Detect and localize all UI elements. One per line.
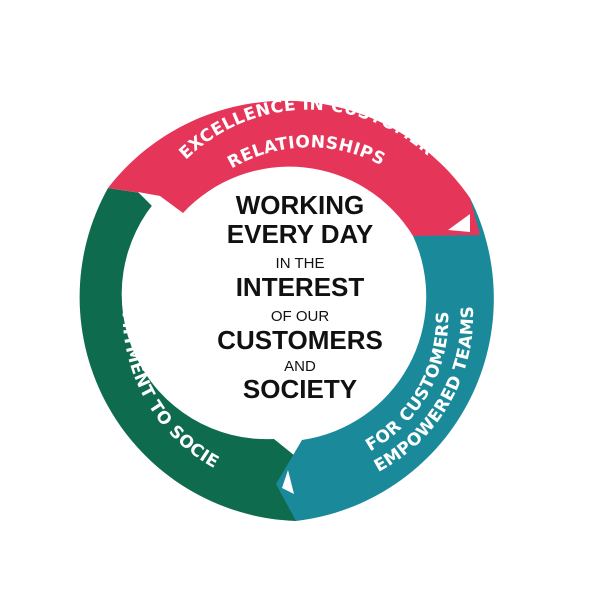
arrowhead-marker xyxy=(138,192,160,212)
center-line-3: IN THE xyxy=(276,255,325,272)
arrowhead-marker xyxy=(282,470,294,494)
segment-commitment xyxy=(79,188,300,521)
arrowhead-marker xyxy=(448,214,470,232)
segment-empowered xyxy=(276,198,494,521)
center-line-4: INTEREST xyxy=(236,272,365,302)
center-line-1: WORKING xyxy=(236,190,365,220)
segment-excellence xyxy=(108,100,480,236)
center-line-5: OF OUR xyxy=(271,308,329,325)
center-line-7: AND xyxy=(284,358,316,375)
center-line-8: SOCIETY xyxy=(243,374,357,404)
center-line-2: EVERY DAY xyxy=(227,219,373,249)
center-line-6: CUSTOMERS xyxy=(217,325,383,355)
